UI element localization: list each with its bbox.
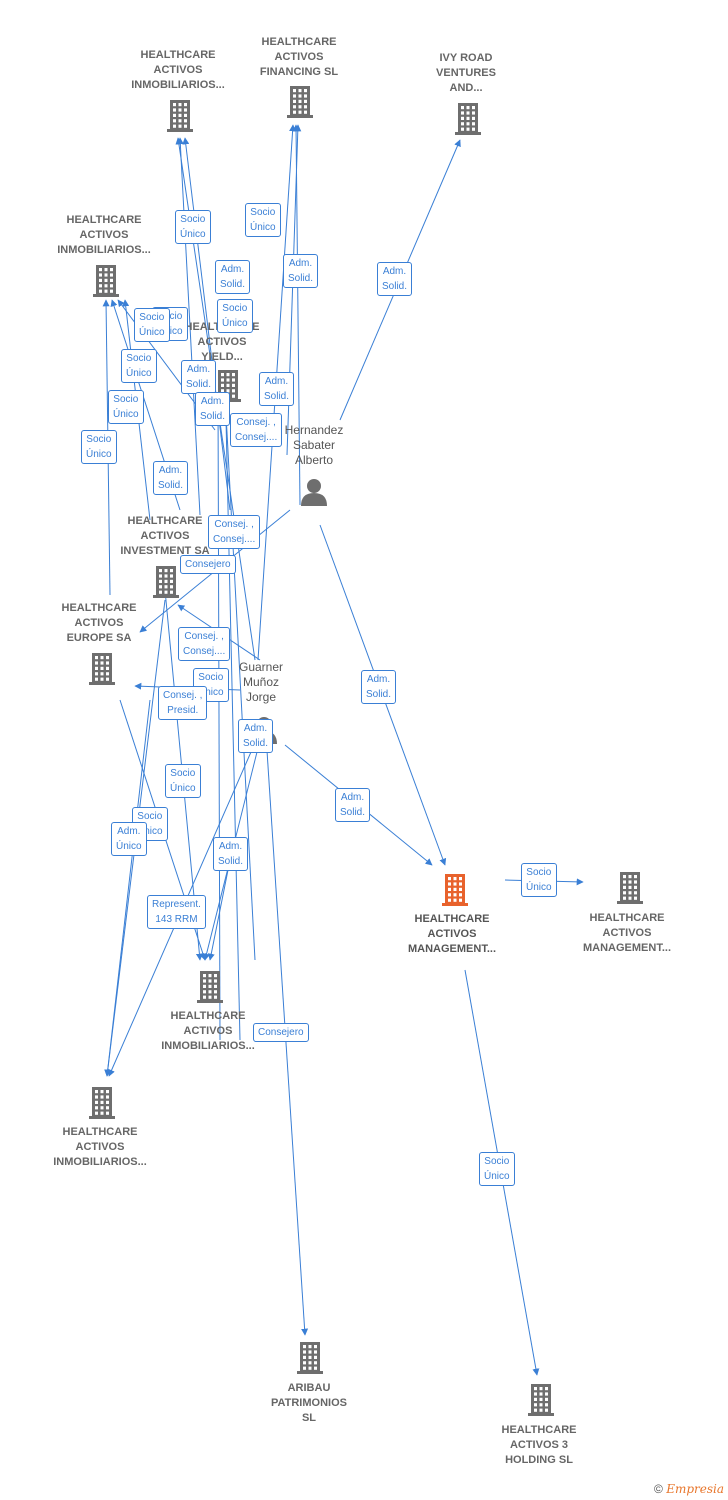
building-icon[interactable] [93,265,119,297]
node-label-healthcare-investment[interactable]: HEALTHCARE ACTIVOS INVESTMENT SA [120,515,210,557]
relation-badge[interactable]: Adm. Solid. [361,670,397,704]
building-icon[interactable] [528,1384,554,1416]
relation-edge [207,859,231,961]
relation-edge [104,699,151,1077]
relation-badge[interactable]: Socio Único [175,210,211,244]
relation-badge[interactable]: Adm. Solid. [195,392,231,426]
relation-edge [292,124,301,506]
relation-badge[interactable]: Socio Único [81,430,117,464]
node-label-healthcare-3-holding[interactable]: HEALTHCARE ACTIVOS 3 HOLDING SL [501,1424,577,1466]
person-label-hernandez[interactable]: Hernandez Sabater Alberto [284,423,344,467]
copyright-symbol: © [654,1482,663,1496]
relation-badge[interactable]: Consej. , Consej.... [208,515,261,549]
brand-logo[interactable]: Empresia [666,1482,724,1496]
relation-badge[interactable]: Adm. Solid. [335,788,371,822]
relation-edge [176,137,201,516]
building-icon[interactable] [455,103,481,135]
relation-badge[interactable]: Adm. Solid. [153,461,189,495]
entity-icons [89,86,643,1416]
node-label-healthcare-management-main[interactable]: HEALTHCARE ACTIVOS MANAGEMENT... [408,913,496,955]
relation-edge [182,137,231,511]
relation-badge[interactable]: Socio Único [108,390,144,424]
node-label-ivy-road-ventures[interactable]: IVY ROAD VENTURES AND... [436,52,496,94]
person-icon[interactable] [301,479,327,506]
relation-badge[interactable]: Consej. , Consej.... [230,413,283,447]
relation-badge[interactable]: Socio Único [165,764,201,798]
relation-edge [214,394,222,1041]
node-label-healthcare-financing[interactable]: HEALTHCARE ACTIVOS FINANCING SL [259,36,339,78]
relation-badge[interactable]: Represent. 143 RRM [147,895,206,929]
relation-badge[interactable]: Adm. Solid. [238,719,274,753]
building-icon[interactable] [89,1087,115,1119]
node-label-healthcare-europe[interactable]: HEALTHCARE ACTIVOS EUROPE SA [61,602,137,644]
node-label-healthcare-inmobiliarios-top[interactable]: HEALTHCARE ACTIVOS INMOBILIARIOS... [131,49,225,91]
node-label-aribau-patrimonios[interactable]: ARIBAU PATRIMONIOS SL [271,1382,347,1424]
relation-badge[interactable]: Socio Único [134,308,170,342]
building-icon-highlighted[interactable] [442,874,468,906]
person-label-guarner[interactable]: Guarner Muñoz Jorge [238,660,284,704]
relation-badge[interactable]: Adm. Solid. [213,837,249,871]
relation-badge[interactable]: Consejero [180,555,236,574]
relation-badge[interactable]: Adm. Solid. [259,372,295,406]
relation-badge[interactable]: Consej. , Presid. [158,686,208,720]
relation-badge[interactable]: Socio Único [121,349,157,383]
relation-badge[interactable]: Adm. Único [111,822,147,856]
building-icon[interactable] [197,971,223,1003]
node-label-healthcare-inmobiliarios-mid[interactable]: HEALTHCARE ACTIVOS INMOBILIARIOS... [161,1010,255,1052]
relation-badge[interactable]: Adm. Solid. [283,254,319,288]
building-icon[interactable] [89,653,115,685]
relation-badge[interactable]: Adm. Solid. [181,360,217,394]
node-label-healthcare-inmobiliarios-left[interactable]: HEALTHCARE ACTIVOS INMOBILIARIOS... [57,214,151,256]
relation-badge[interactable]: Adm. Solid. [215,260,251,294]
relation-badge[interactable]: Consejero [253,1023,309,1042]
relation-badge[interactable]: Consej. , Consej.... [178,627,231,661]
node-label-healthcare-inmobiliarios-bottom[interactable]: HEALTHCARE ACTIVOS INMOBILIARIOS... [53,1126,147,1168]
relation-badge[interactable]: Socio Único [521,863,557,897]
relation-badge[interactable]: Socio Único [479,1152,515,1186]
building-icon[interactable] [287,86,313,118]
relation-badge[interactable]: Socio Único [217,299,253,333]
node-label-healthcare-management-right[interactable]: HEALTHCARE ACTIVOS MANAGEMENT... [583,912,671,954]
building-icon[interactable] [617,872,643,904]
relation-badge[interactable]: Socio Único [245,203,281,237]
building-icon[interactable] [153,566,179,598]
building-icon[interactable] [297,1342,323,1374]
relation-badge[interactable]: Adm. Solid. [377,262,413,296]
relation-edge [221,394,256,961]
relation-edge [221,374,241,1041]
building-icon[interactable] [167,100,193,132]
footer-brand: © Empresia [654,1482,724,1496]
